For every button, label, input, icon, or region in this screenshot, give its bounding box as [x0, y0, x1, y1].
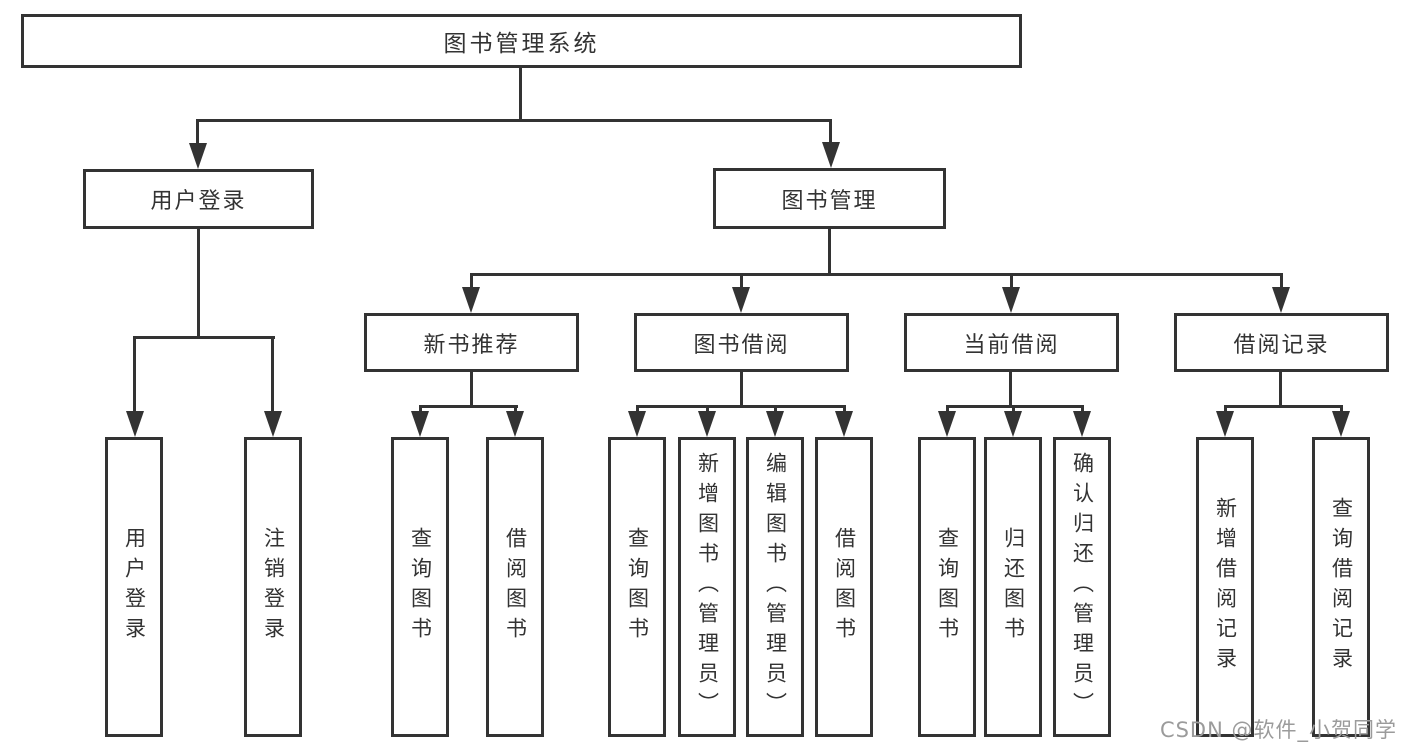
node-root-label: 图书管理系统 [443, 31, 600, 57]
arrowhead-down-icon [1332, 411, 1350, 437]
connector-line [196, 119, 832, 122]
connector-line [1012, 405, 1015, 414]
leaf-current-return-books: 归还图书 [984, 437, 1042, 737]
arrowhead-down-icon [698, 411, 716, 437]
leaf-logout-label: 注销登录 [261, 527, 286, 647]
connector-line [514, 405, 517, 414]
arrowhead-down-icon [264, 411, 282, 437]
node-book-borrowing: 图书借阅 [634, 313, 849, 372]
leaf-user-login: 用户登录 [105, 437, 163, 737]
connector-line [470, 273, 473, 290]
leaf-rec-query-books-label: 查询图书 [408, 527, 433, 647]
arrowhead-down-icon [1073, 411, 1091, 437]
leaf-rec-borrow-books-label: 借阅图书 [503, 527, 528, 647]
leaf-rec-borrow-books: 借阅图书 [486, 437, 544, 737]
connector-line [828, 229, 831, 276]
node-new-book-recommend-label: 新书推荐 [423, 332, 520, 358]
leaf-current-query-books-label: 查询图书 [935, 527, 960, 647]
connector-line [470, 372, 473, 408]
connector-line [196, 119, 199, 146]
arrowhead-down-icon [822, 142, 840, 168]
node-borrow-records: 借阅记录 [1174, 313, 1389, 372]
connector-line [133, 336, 275, 339]
leaf-records-add-record-label: 新增借阅记录 [1213, 497, 1238, 677]
arrowhead-down-icon [766, 411, 784, 437]
arrowhead-down-icon [411, 411, 429, 437]
arrowhead-down-icon [1216, 411, 1234, 437]
connector-line [1279, 372, 1282, 408]
connector-line [946, 405, 1084, 408]
connector-line [419, 405, 422, 414]
node-book-borrowing-label: 图书借阅 [693, 332, 790, 358]
leaf-borrow-add-books-admin: 新增图书（管理员） [678, 437, 736, 737]
csdn-watermark: CSDN @软件_小贺同学 [1159, 718, 1397, 742]
connector-line [1340, 405, 1343, 414]
arrowhead-down-icon [462, 287, 480, 313]
connector-line [843, 405, 846, 414]
leaf-records-add-record: 新增借阅记录 [1196, 437, 1254, 737]
arrowhead-down-icon [628, 411, 646, 437]
leaf-borrow-add-books-admin-label: 新增图书（管理员） [695, 452, 720, 722]
connector-line [829, 119, 832, 146]
connector-line [946, 405, 949, 414]
connector-line [740, 372, 743, 408]
leaf-borrow-edit-books-admin-label: 编辑图书（管理员） [763, 452, 788, 722]
connector-line [1010, 273, 1013, 290]
connector-line [271, 336, 274, 414]
node-user-login-label: 用户登录 [150, 189, 247, 214]
connector-line [519, 68, 522, 122]
connector-line [1280, 273, 1283, 290]
leaf-user-login-label: 用户登录 [122, 527, 147, 647]
leaf-borrow-lend-books-label: 借阅图书 [832, 527, 857, 647]
node-user-login: 用户登录 [83, 169, 314, 229]
node-root: 图书管理系统 [21, 14, 1022, 68]
leaf-borrow-edit-books-admin: 编辑图书（管理员） [746, 437, 804, 737]
leaf-current-query-books: 查询图书 [918, 437, 976, 737]
node-book-management: 图书管理 [713, 168, 946, 229]
node-current-borrowing-label: 当前借阅 [963, 332, 1060, 358]
arrowhead-down-icon [938, 411, 956, 437]
connector-line [1009, 372, 1012, 408]
connector-line [1224, 405, 1227, 414]
leaf-current-return-books-label: 归还图书 [1001, 527, 1026, 647]
node-book-management-label: 图书管理 [781, 188, 878, 214]
leaf-borrow-lend-books: 借阅图书 [815, 437, 873, 737]
connector-line [419, 405, 518, 408]
leaf-rec-query-books: 查询图书 [391, 437, 449, 737]
connector-line [636, 405, 846, 408]
connector-line [1224, 405, 1343, 408]
connector-line [740, 273, 743, 290]
connector-line [706, 405, 709, 414]
leaf-current-confirm-return-admin-label: 确认归还（管理员） [1070, 452, 1095, 722]
connector-line [197, 229, 200, 339]
node-new-book-recommend: 新书推荐 [364, 313, 579, 372]
arrowhead-down-icon [126, 411, 144, 437]
connector-line [470, 273, 1283, 276]
arrowhead-down-icon [835, 411, 853, 437]
leaf-logout: 注销登录 [244, 437, 302, 737]
leaf-borrow-query-books-label: 查询图书 [625, 527, 650, 647]
node-current-borrowing: 当前借阅 [904, 313, 1119, 372]
connector-line [133, 336, 136, 414]
connector-line [636, 405, 639, 414]
leaf-current-confirm-return-admin: 确认归还（管理员） [1053, 437, 1111, 737]
arrowhead-down-icon [1002, 287, 1020, 313]
arrowhead-down-icon [1004, 411, 1022, 437]
connector-line [1081, 405, 1084, 414]
arrowhead-down-icon [506, 411, 524, 437]
leaf-records-query-record: 查询借阅记录 [1312, 437, 1370, 737]
arrowhead-down-icon [732, 287, 750, 313]
arrowhead-down-icon [1272, 287, 1290, 313]
leaf-borrow-query-books: 查询图书 [608, 437, 666, 737]
node-borrow-records-label: 借阅记录 [1233, 332, 1330, 358]
leaf-records-query-record-label: 查询借阅记录 [1329, 497, 1354, 677]
connector-line [774, 405, 777, 414]
arrowhead-down-icon [189, 143, 207, 169]
